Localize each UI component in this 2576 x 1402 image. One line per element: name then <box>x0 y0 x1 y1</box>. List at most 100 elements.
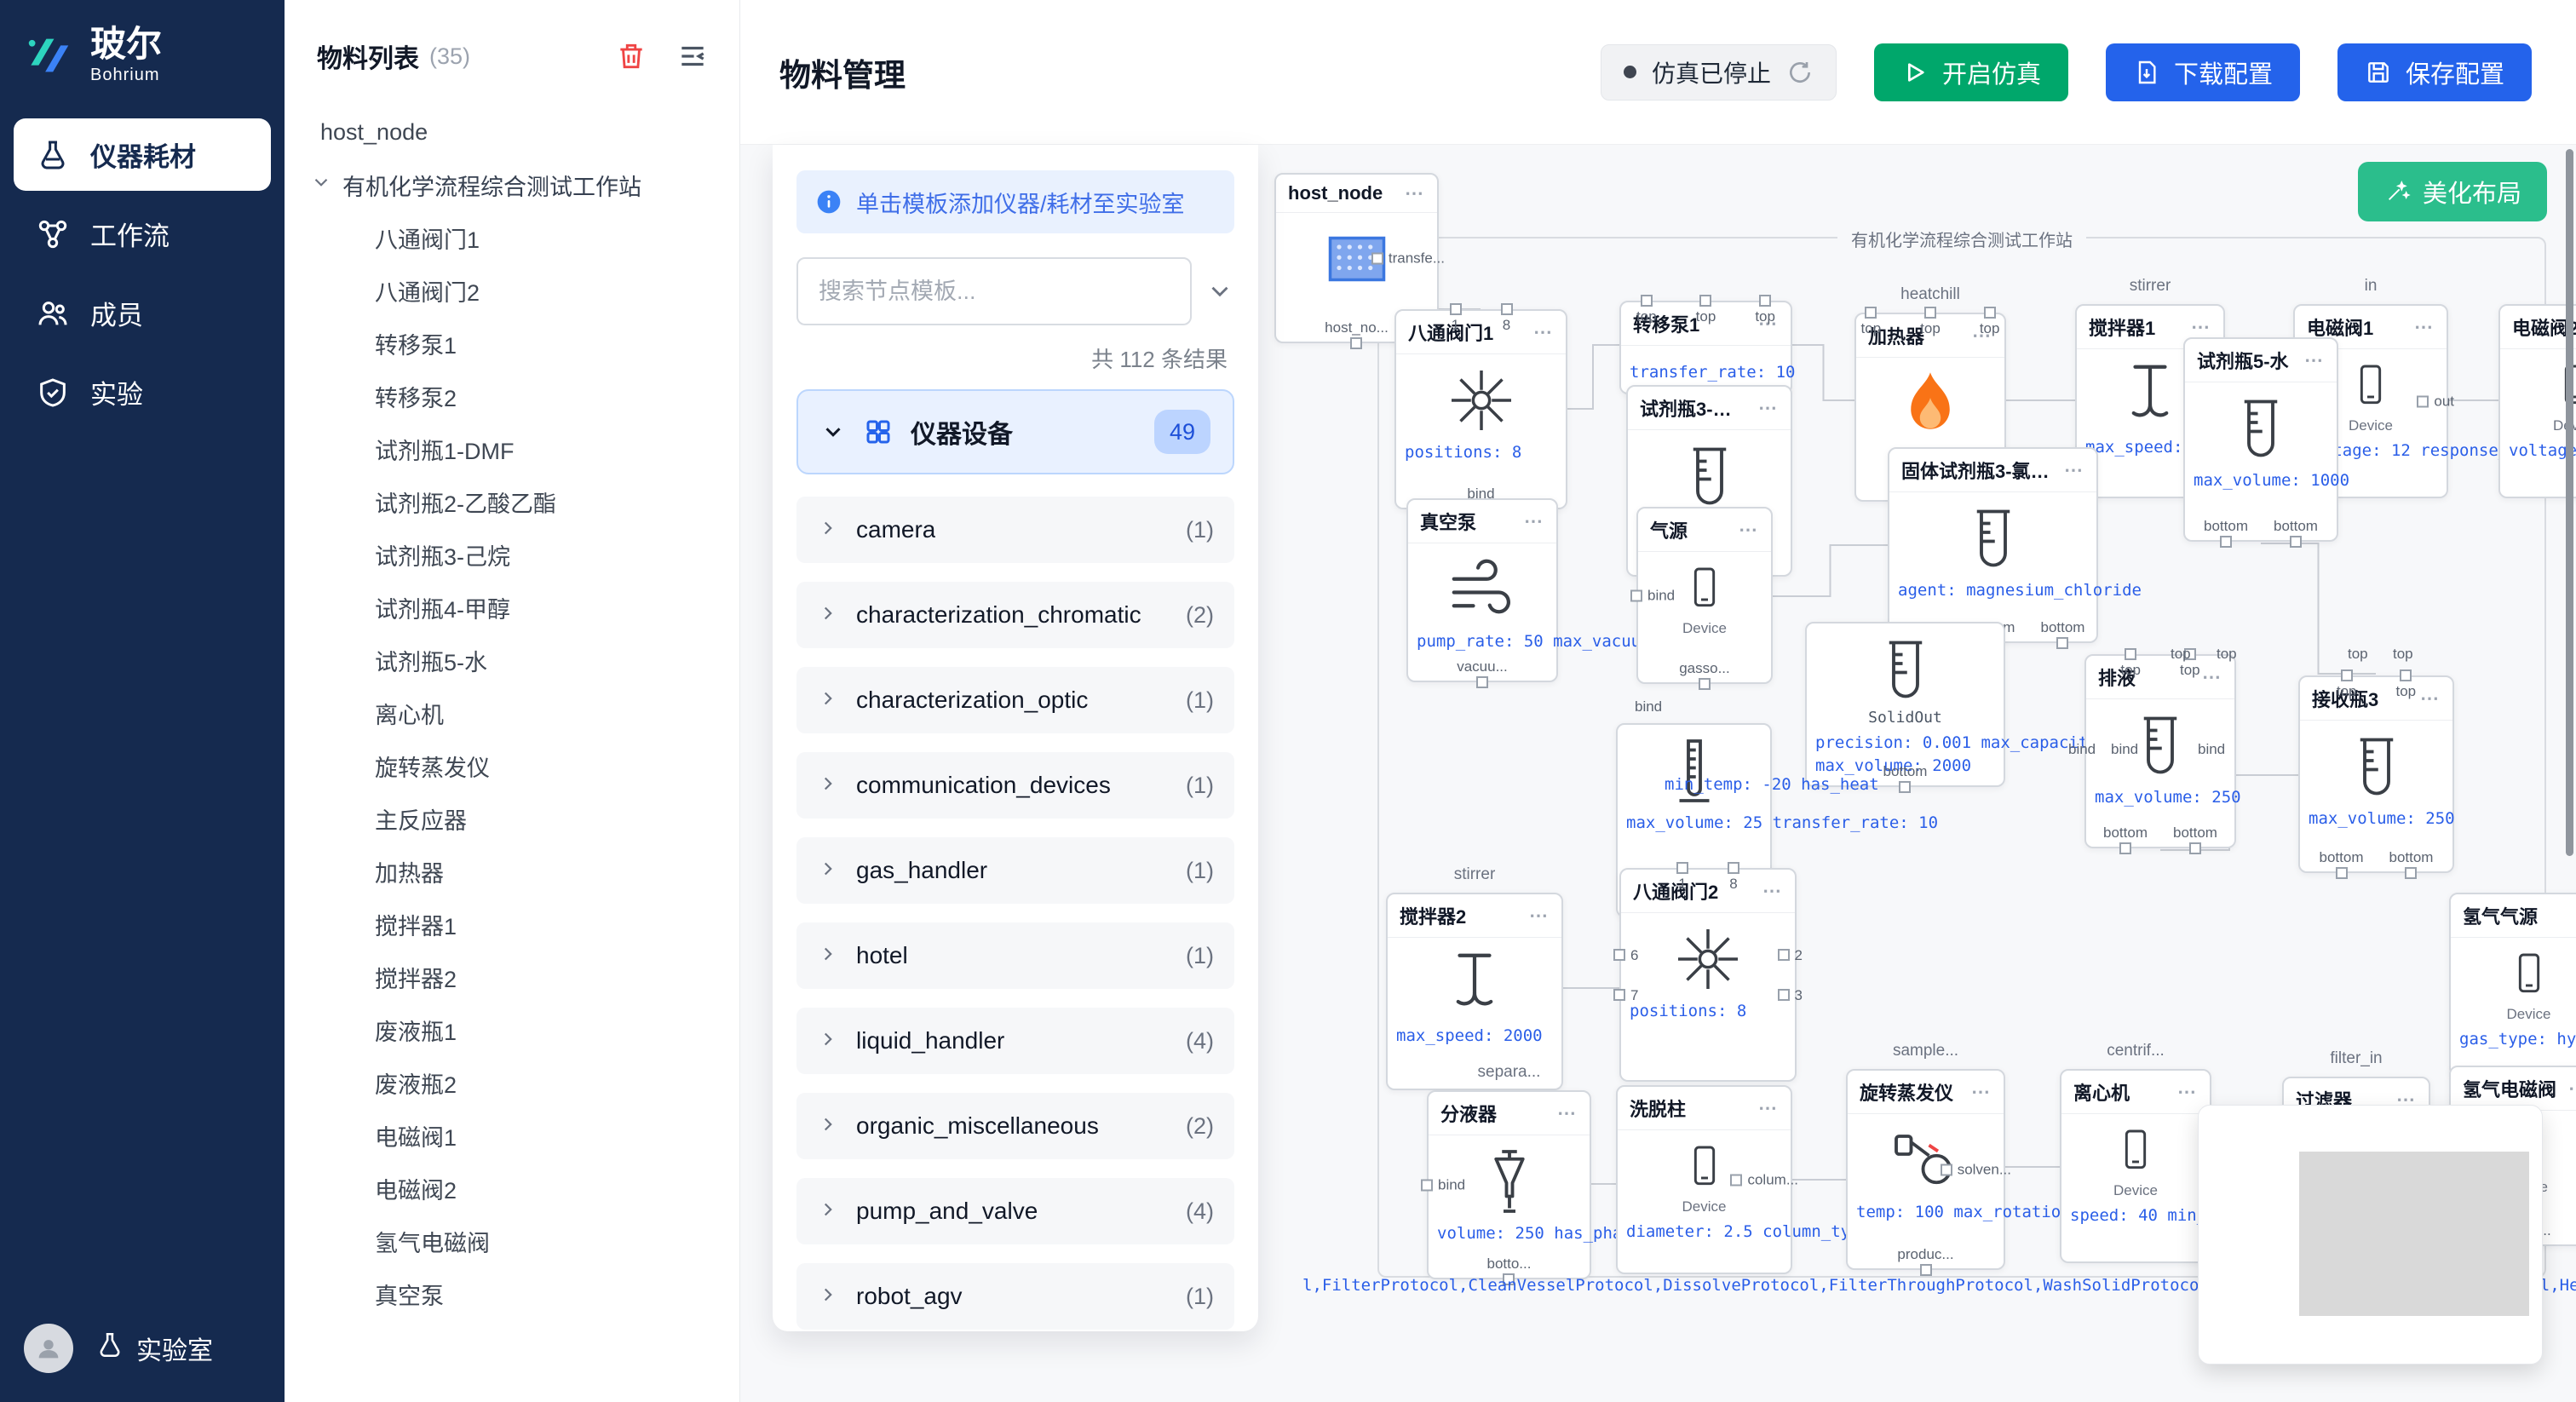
save-config-button[interactable]: 保存配置 <box>2337 43 2532 101</box>
port[interactable]: bind <box>1630 589 1675 603</box>
collapse-list-icon[interactable] <box>676 40 709 72</box>
category-characterization_optic[interactable]: characterization_optic(1) <box>796 667 1234 733</box>
port[interactable]: bottom <box>2274 519 2318 548</box>
port[interactable]: top <box>2396 669 2416 698</box>
port[interactable]: bind <box>1421 1178 1465 1192</box>
start-simulation-button[interactable]: 开启仿真 <box>1873 43 2068 101</box>
port[interactable]: 8 <box>1500 303 1513 332</box>
sidebar-lab-link[interactable]: 实验室 <box>95 1330 213 1367</box>
port[interactable]: bottom <box>2103 825 2148 854</box>
node-menu-icon[interactable]: ⋯ <box>2566 905 2576 927</box>
port[interactable]: botto... <box>1487 1256 1531 1285</box>
node-menu-icon[interactable]: ⋯ <box>2560 1077 2576 1100</box>
port[interactable]: host_no... <box>1325 320 1389 349</box>
node-menu-icon[interactable]: ⋯ <box>1758 313 1779 334</box>
node-menu-icon[interactable]: ⋯ <box>1762 880 1783 901</box>
node-menu-icon[interactable]: ⋯ <box>2304 349 2325 371</box>
tree-item[interactable]: 离心机 <box>375 702 444 728</box>
avatar[interactable] <box>24 1324 73 1373</box>
node-menu-icon[interactable]: ⋯ <box>1758 1097 1779 1118</box>
node-menu-icon[interactable]: ⋯ <box>2414 316 2435 337</box>
scrollbar[interactable] <box>2566 149 2573 856</box>
node-menu-icon[interactable]: ⋯ <box>1739 519 1759 540</box>
tree-item[interactable]: 主反应器 <box>375 807 467 834</box>
tree-item[interactable]: 试剂瓶2-乙酸乙酯 <box>375 491 557 517</box>
chevron-down-icon[interactable] <box>1205 277 1234 306</box>
sidebar-item-members[interactable]: 成员 <box>14 277 271 349</box>
port[interactable]: colum... <box>1730 1173 1798 1187</box>
port[interactable]: top <box>1755 295 1775 324</box>
tree-item[interactable]: 试剂瓶1-DMF <box>375 438 515 464</box>
tree-item[interactable]: 搅拌器1 <box>375 913 457 939</box>
equipment-group-header[interactable]: 仪器设备 49 <box>796 389 1234 474</box>
port[interactable]: vacuu... <box>1457 659 1508 688</box>
port[interactable]: top <box>2180 648 2200 677</box>
category-gas_handler[interactable]: gas_handler(1) <box>796 837 1234 904</box>
port[interactable]: top <box>1636 295 1657 324</box>
port[interactable]: bottom <box>1883 764 1927 794</box>
port[interactable]: 1 <box>1449 303 1462 332</box>
canvas-node[interactable]: sample...旋转蒸发仪⋯temp: 100 max_rotation_sp… <box>1846 1042 2129 1276</box>
category-camera[interactable]: camera(1) <box>796 497 1234 563</box>
node-menu-icon[interactable]: ⋯ <box>1529 905 1550 926</box>
tree-item[interactable]: 八通阀门2 <box>375 279 480 306</box>
brand[interactable]: 玻尔 Bohrium <box>0 0 285 106</box>
port[interactable]: top <box>1920 307 1941 336</box>
chevron-down-icon[interactable] <box>310 171 332 199</box>
tree-item[interactable]: 八通阀门1 <box>375 227 480 253</box>
node-menu-icon[interactable]: ⋯ <box>2064 459 2084 480</box>
node-menu-icon[interactable]: ⋯ <box>1972 325 1992 346</box>
port[interactable]: top <box>2120 648 2141 677</box>
port[interactable]: solven... <box>1940 1163 2011 1177</box>
tree-item[interactable]: 试剂瓶5-水 <box>375 649 488 675</box>
tree-item[interactable]: 试剂瓶3-己烷 <box>375 543 511 570</box>
port[interactable]: bottom <box>2204 519 2248 548</box>
tree-item[interactable]: 转移泵1 <box>375 332 457 359</box>
tree-item[interactable]: 加热器 <box>375 860 444 887</box>
beautify-layout-button[interactable]: 美化布局 <box>2357 162 2547 221</box>
download-config-button[interactable]: 下载配置 <box>2105 43 2300 101</box>
port[interactable]: bottom <box>2040 620 2084 649</box>
tree-item-workstation[interactable]: 有机化学流程综合测试工作站 <box>285 158 739 211</box>
node-menu-icon[interactable]: ⋯ <box>1533 321 1554 342</box>
port[interactable]: bottom <box>2389 850 2433 879</box>
sidebar-item-workflow[interactable]: 工作流 <box>14 198 271 270</box>
port[interactable]: produc... <box>1897 1247 1954 1276</box>
tree-item[interactable]: 旋转蒸发仪 <box>375 755 490 781</box>
tree-item[interactable]: 电磁阀1 <box>375 1124 457 1151</box>
port[interactable]: 7 <box>1613 988 1638 1003</box>
port[interactable]: top <box>2337 669 2357 698</box>
minimap-viewport[interactable] <box>2299 1152 2529 1316</box>
tree-item[interactable]: 电磁阀2 <box>375 1177 457 1204</box>
port[interactable]: 8 <box>1728 862 1739 891</box>
port[interactable]: top <box>1696 295 1716 324</box>
node-menu-icon[interactable]: ⋯ <box>2191 316 2211 337</box>
node-menu-icon[interactable]: ⋯ <box>1557 1102 1578 1123</box>
node-menu-icon[interactable]: ⋯ <box>2202 666 2222 687</box>
tree-item[interactable]: 转移泵2 <box>375 385 457 411</box>
tree-item[interactable]: 试剂瓶4-甲醇 <box>375 596 511 623</box>
port[interactable]: bottom <box>2173 825 2217 854</box>
trash-icon[interactable] <box>615 40 647 72</box>
port[interactable]: 2 <box>1777 948 1803 962</box>
minimap[interactable] <box>2198 1105 2543 1365</box>
tree-item-root[interactable]: host_node <box>320 118 428 145</box>
node-menu-icon[interactable]: ⋯ <box>2420 687 2441 709</box>
node-menu-icon[interactable]: ⋯ <box>1758 397 1779 418</box>
tree-item[interactable]: 搅拌器2 <box>375 966 457 992</box>
tree-item[interactable]: 真空泵 <box>375 1283 444 1309</box>
node-menu-icon[interactable]: ⋯ <box>1971 1081 1992 1102</box>
